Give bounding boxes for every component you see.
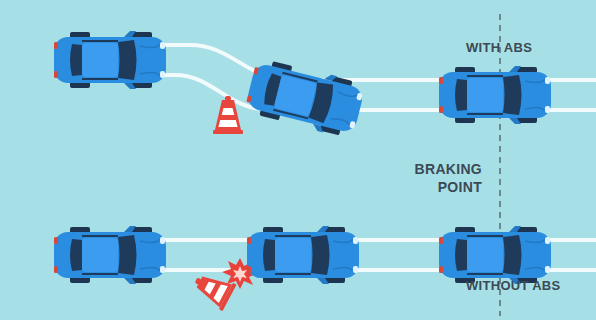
row-label: WITH ABS (466, 40, 586, 57)
car-skidding (247, 226, 359, 284)
car-stop-bottom (439, 226, 551, 284)
braking-point-label: BRAKING POINT (402, 160, 482, 196)
traffic-cone (213, 96, 243, 134)
car-steering (244, 56, 367, 139)
car-start-top (54, 31, 166, 89)
car-start-bottom (54, 226, 166, 284)
crash-burst-core (233, 266, 247, 282)
row-label: WITHOUT ABS (466, 278, 591, 295)
car-stop-top (439, 66, 551, 124)
